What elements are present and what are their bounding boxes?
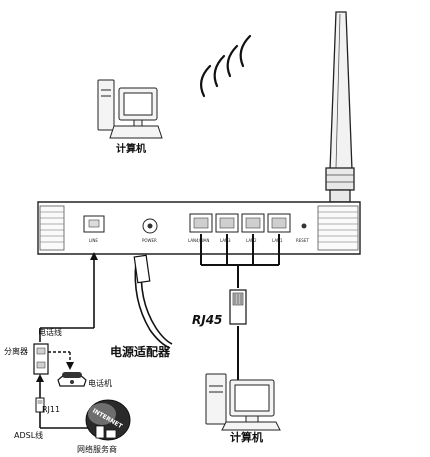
splitter-label: 分离器 — [4, 347, 28, 356]
computer-top-label: 计算机 — [116, 144, 146, 155]
rj45-label: RJ45 — [192, 313, 223, 327]
isp-label: 网络服务商 — [77, 445, 117, 454]
reset-button[interactable] — [301, 223, 307, 229]
port-label-lan1: LAN1 — [272, 238, 283, 243]
adsl-line-label: ADSL线 — [14, 431, 44, 440]
port-label-lan-wan: LAN4/WAN — [188, 238, 209, 243]
router-icon: LINE POWER LAN4/WAN LAN3 LAN2 LAN1 RESET — [37, 201, 361, 255]
wireless-signal-icon — [199, 34, 252, 98]
rj45-connector-icon — [229, 289, 247, 325]
power-adapter-label: 电源适配器 — [110, 345, 171, 359]
computer-bottom-icon — [205, 373, 281, 431]
lan-cable-bracket — [200, 234, 280, 288]
power-adapter-icon — [133, 254, 173, 349]
port-label-reset: RESET — [296, 238, 309, 243]
splitter-icon — [33, 343, 49, 375]
port-label-lan3: LAN3 — [220, 238, 231, 243]
phone-line-label: 电话线 — [38, 328, 62, 337]
splitter-phone-cable — [48, 351, 71, 366]
port-label-power: POWER — [142, 238, 157, 243]
port-label-line: LINE — [89, 238, 98, 243]
telephone-label: 电话机 — [88, 379, 112, 388]
antenna-icon — [325, 11, 355, 203]
telephone-icon — [57, 372, 87, 387]
rj11-label: RJ11 — [42, 405, 61, 414]
computer-bottom-label: 计算机 — [230, 431, 263, 444]
rj11-connector-icon — [35, 397, 45, 413]
computer-top-icon — [97, 79, 163, 139]
port-label-lan2: LAN2 — [246, 238, 257, 243]
phone-line-cable — [39, 256, 95, 342]
internet-globe-icon: INTERNET — [85, 399, 131, 441]
